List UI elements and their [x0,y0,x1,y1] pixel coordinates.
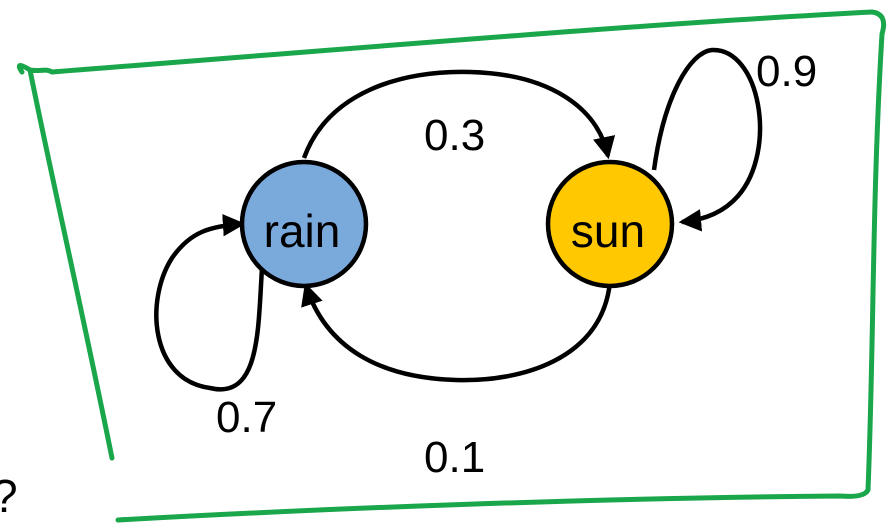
state-rain-label: rain [264,205,341,257]
state-rain-node [239,159,369,289]
frame-outline [16,9,887,523]
edge-sun-self-loop [651,47,763,232]
prob-sun-to-rain: 0.1 [424,433,485,482]
state-sun-node [545,159,675,289]
edge-rain-self-loop [154,213,265,392]
stray-question-mark: ? [0,470,18,522]
prob-rain-self: 0.7 [216,393,277,442]
prob-sun-self: 0.9 [756,47,817,96]
state-sun-label: sun [571,205,645,257]
edge-sun-to-rain [301,281,613,383]
prob-rain-to-sun: 0.3 [424,111,485,160]
edge-rain-to-sun [301,69,616,160]
